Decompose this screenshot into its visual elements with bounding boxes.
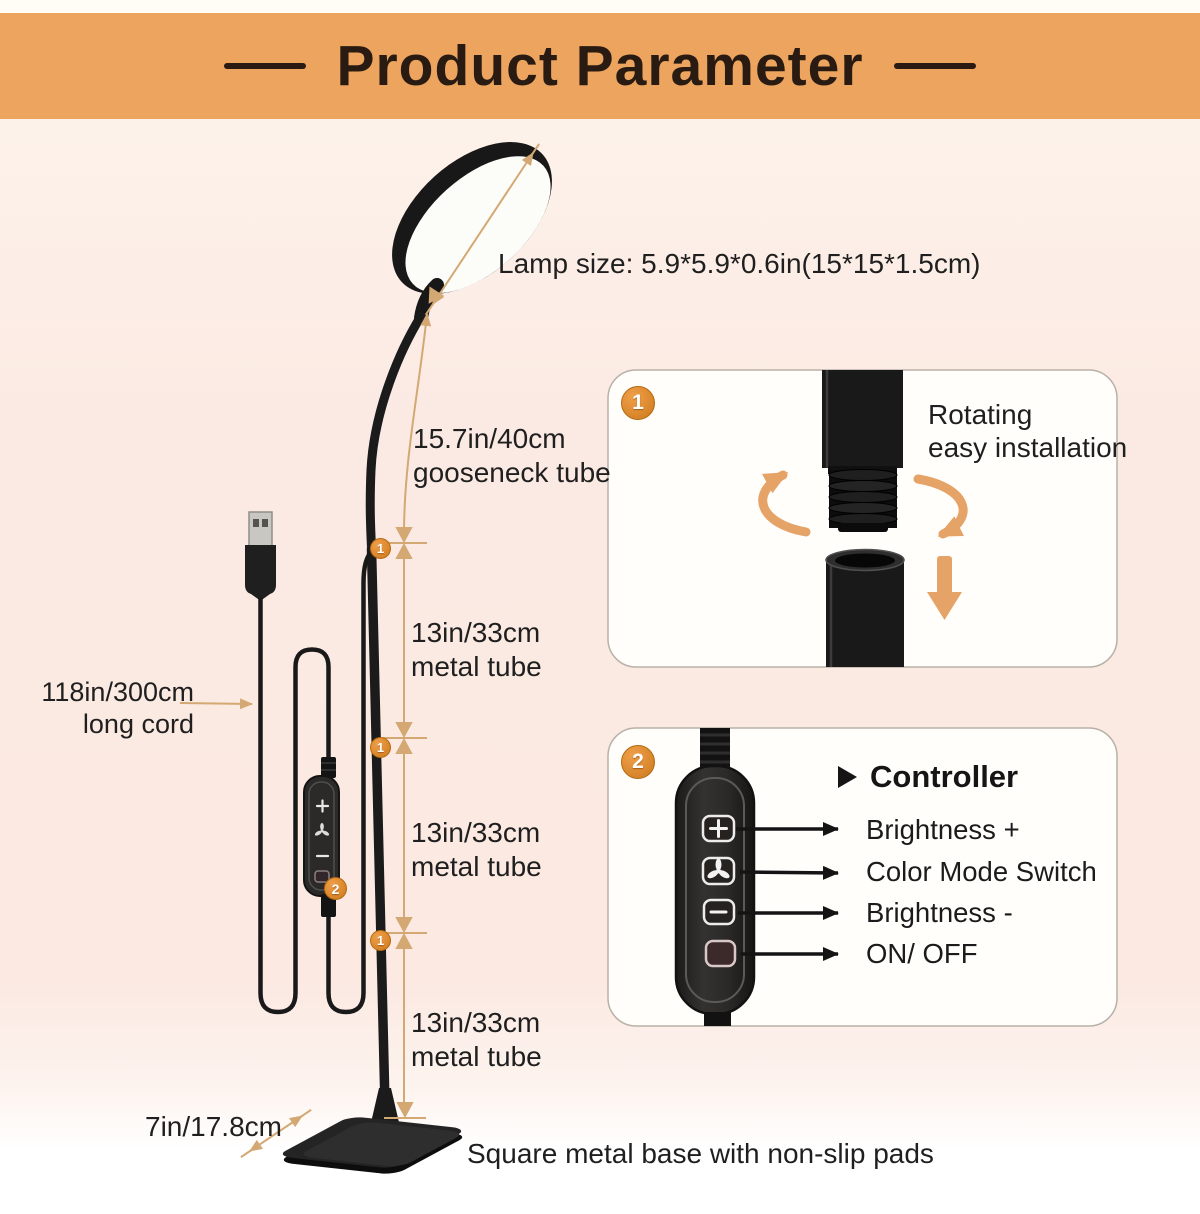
color-mode-label: Color Mode Switch bbox=[866, 856, 1097, 887]
floor-pole bbox=[366, 547, 390, 1106]
callout-arrows bbox=[736, 822, 839, 961]
gooseneck-tube bbox=[365, 311, 426, 553]
controller-panel-art bbox=[674, 728, 839, 1026]
panel-2-badge: 2 bbox=[621, 745, 655, 779]
controller-title: Controller bbox=[838, 759, 1018, 795]
gooseneck-label: 15.7in/40cm gooseneck tube bbox=[413, 423, 611, 488]
down-arrow-icon bbox=[927, 556, 962, 620]
tube-upper-label: 13in/33cm metal tube bbox=[411, 617, 542, 682]
lamp-head bbox=[392, 142, 552, 325]
panel-1-badge: 1 bbox=[621, 386, 655, 420]
brightness-minus-label: Brightness - bbox=[866, 897, 1013, 928]
rotate-left-arrow-icon bbox=[758, 470, 811, 537]
pole-joint-marker-2: 1 bbox=[370, 737, 391, 758]
pole-joint-marker-3: 1 bbox=[370, 930, 391, 951]
rotate-right-arrow-icon bbox=[913, 474, 968, 539]
power-cord bbox=[258, 549, 374, 1015]
rotation-panel-art bbox=[758, 370, 968, 667]
inline-fan-icon bbox=[314, 822, 330, 836]
dimension-tick-1 bbox=[383, 527, 427, 559]
controller-pointer-icon bbox=[838, 766, 857, 788]
cord-controller-marker: 2 bbox=[324, 877, 347, 900]
square-base bbox=[282, 1117, 463, 1174]
inline-power-icon bbox=[314, 870, 330, 883]
dimension-tick-base bbox=[384, 1102, 426, 1119]
usb-plug-icon bbox=[245, 511, 276, 600]
inline-controller bbox=[303, 757, 340, 917]
dimension-gooseneck bbox=[403, 313, 432, 535]
dimension-tick-2 bbox=[383, 722, 427, 754]
inline-plus-icon bbox=[315, 799, 330, 813]
brightness-plus-label: Brightness + bbox=[866, 814, 1020, 845]
pole-joint-marker-1: 1 bbox=[370, 538, 391, 559]
tube-middle-label: 13in/33cm metal tube bbox=[411, 817, 542, 882]
on-off-label: ON/ OFF bbox=[866, 938, 978, 969]
socket-tube-icon bbox=[825, 548, 905, 667]
tube-lower-label: 13in/33cm metal tube bbox=[411, 1007, 542, 1072]
power-button-icon bbox=[704, 939, 737, 968]
base-width-label: 7in/17.8cm bbox=[145, 1111, 282, 1142]
dimension-tick-3 bbox=[383, 917, 427, 949]
base-caption: Square metal base with non-slip pads bbox=[467, 1138, 934, 1169]
dimension-cord-arrow bbox=[179, 698, 253, 710]
title-dash-left-icon bbox=[224, 63, 307, 69]
dimension-base-width bbox=[240, 1109, 312, 1158]
dimension-lamp-size bbox=[424, 143, 540, 316]
page-title: Product Parameter bbox=[336, 34, 864, 98]
controller-device bbox=[674, 728, 756, 1026]
header-band: Product Parameter bbox=[0, 13, 1200, 119]
lamp-size-label: Lamp size: 5.9*5.9*0.6in(15*15*1.5cm) bbox=[498, 248, 981, 279]
cord-label: 118in/300cm long cord bbox=[41, 677, 194, 739]
dimension-lines bbox=[179, 143, 540, 1158]
title-dash-right-icon bbox=[893, 63, 976, 69]
threaded-tube-icon bbox=[822, 370, 903, 532]
rotation-caption: Rotating easy installation bbox=[928, 399, 1128, 463]
